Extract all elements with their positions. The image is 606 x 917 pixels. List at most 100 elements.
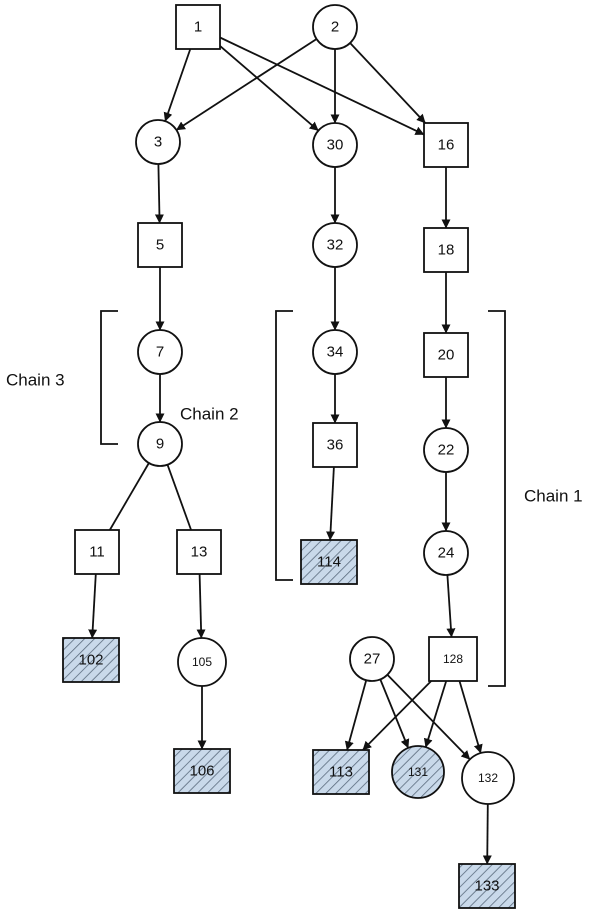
chain-labels: Chain 3 Chain 2 Chain 1	[6, 371, 583, 506]
node-label: 113	[329, 764, 353, 781]
node-label: 9	[156, 436, 164, 453]
edge-1-to-30	[219, 45, 319, 132]
edge-9-to-13	[166, 464, 192, 531]
edge-27-to-131	[379, 679, 410, 749]
edge-2-to-16	[349, 42, 426, 124]
node-16: 16	[423, 122, 469, 168]
node-label: 30	[327, 137, 344, 154]
node-24: 24	[423, 530, 469, 576]
node-square	[423, 122, 469, 168]
edge-24-to-128	[446, 574, 456, 638]
chain-3-label: Chain 3	[6, 371, 65, 390]
chain-1-label: Chain 1	[524, 487, 583, 506]
node-label: 5	[156, 237, 164, 254]
node-label: 2	[331, 19, 339, 36]
edge-3-to-5	[154, 163, 164, 224]
node-square	[62, 637, 120, 683]
node-105: 105	[177, 637, 227, 687]
node-label: 27	[364, 651, 381, 668]
node-circle	[423, 427, 469, 473]
node-label: 20	[438, 347, 455, 364]
node-114: 114	[300, 539, 358, 585]
node-circle	[312, 122, 358, 168]
node-132: 132	[461, 751, 515, 805]
node-square	[74, 529, 120, 575]
edge-36-to-114	[326, 466, 336, 541]
node-22: 22	[423, 427, 469, 473]
node-label: 34	[327, 344, 344, 361]
edge-27-to-132	[386, 674, 471, 761]
node-133: 133	[458, 863, 516, 909]
node-20: 20	[423, 332, 469, 378]
node-circle	[137, 421, 183, 467]
edge-2-to-3	[175, 38, 318, 131]
edge-27-to-113	[344, 679, 368, 751]
edge-9-to-11	[109, 462, 150, 531]
node-27: 27	[349, 636, 395, 682]
edge-11-to-102	[88, 573, 98, 639]
node-18: 18	[423, 227, 469, 273]
edges	[88, 36, 492, 865]
node-2: 2	[312, 4, 358, 50]
node-label: 106	[189, 763, 214, 780]
node-square	[423, 227, 469, 273]
node-label: 105	[192, 655, 212, 669]
node-label: 36	[327, 437, 344, 454]
chain-brackets	[100, 310, 506, 687]
node-circle	[312, 329, 358, 375]
node-square	[300, 539, 358, 585]
edge-128-to-113	[362, 680, 432, 751]
node-102: 102	[62, 637, 120, 683]
node-label: 131	[408, 765, 428, 779]
node-circle	[137, 329, 183, 375]
node-128: 128	[428, 636, 478, 682]
node-label: 24	[438, 545, 455, 562]
node-9: 9	[137, 421, 183, 467]
chain-2-bracket	[275, 310, 293, 581]
node-label: 132	[478, 771, 498, 785]
edge-128-to-132	[458, 680, 483, 754]
chain-2-label: Chain 2	[180, 405, 239, 424]
node-label: 32	[327, 237, 344, 254]
node-label: 16	[438, 137, 455, 154]
node-30: 30	[312, 122, 358, 168]
edge-1-to-16	[219, 36, 425, 136]
node-label: 133	[474, 878, 499, 895]
node-label: 128	[443, 652, 463, 666]
node-square	[175, 4, 221, 50]
edge-132-to-133	[482, 803, 492, 865]
node-5: 5	[137, 222, 183, 268]
node-circle	[349, 636, 395, 682]
node-square	[428, 636, 478, 682]
node-square	[176, 529, 222, 575]
node-square	[312, 749, 370, 795]
node-label: 102	[78, 652, 103, 669]
node-1: 1	[175, 4, 221, 50]
node-label: 114	[317, 554, 341, 571]
node-13: 13	[176, 529, 222, 575]
node-36: 36	[312, 422, 358, 468]
node-label: 18	[438, 242, 455, 259]
chain-3-bracket	[100, 310, 118, 445]
node-circle	[177, 637, 227, 687]
edge-1-to-3	[163, 48, 192, 122]
node-square	[458, 863, 516, 909]
node-113: 113	[312, 749, 370, 795]
node-label: 11	[89, 544, 105, 561]
edge-13-to-105	[196, 573, 206, 639]
node-square	[312, 422, 358, 468]
node-131: 131	[391, 745, 445, 799]
chain-1-bracket	[488, 310, 506, 687]
node-label: 22	[438, 442, 455, 459]
node-square	[137, 222, 183, 268]
edge-128-to-131	[423, 680, 448, 748]
node-circle	[135, 119, 181, 165]
node-circle	[461, 751, 515, 805]
node-11: 11	[74, 529, 120, 575]
node-32: 32	[312, 222, 358, 268]
node-circle	[312, 222, 358, 268]
node-3: 3	[135, 119, 181, 165]
